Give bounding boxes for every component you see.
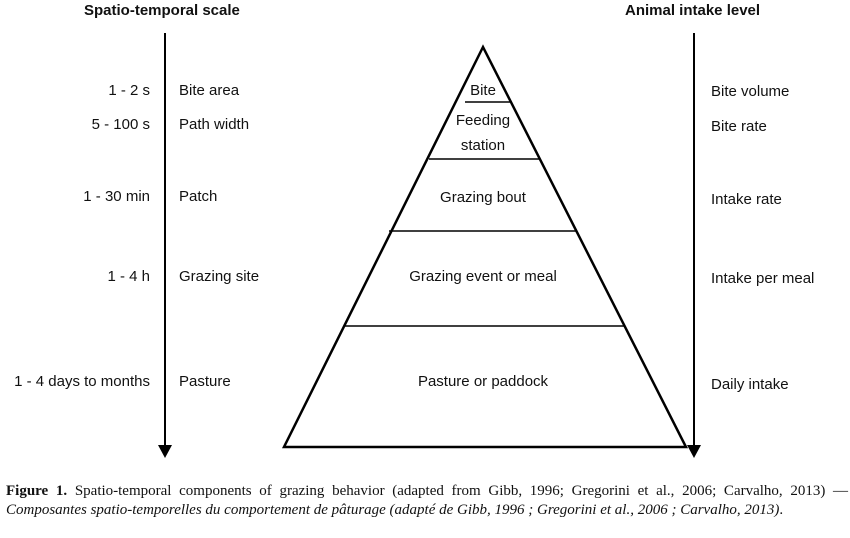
grazing-diagram	[158, 33, 701, 458]
pyramid-level-feeding-station: Feeding station	[455, 112, 511, 154]
caption-separator: —	[833, 483, 849, 499]
scale-label-grazing-site: Grazing site	[179, 268, 260, 285]
caption-label: Figure 1.	[6, 483, 68, 499]
intake-label-intake-per-meal: Intake per meal	[711, 270, 815, 287]
scale-label-bite-area: Bite area	[179, 82, 240, 99]
intake-label-intake-rate: Intake rate	[711, 191, 782, 208]
animal-intake-level-header: Animal intake level	[625, 2, 761, 19]
time-label-pasture: 1 - 4 days to months	[14, 373, 150, 390]
time-label-bite: 1 - 2 s	[108, 82, 150, 99]
caption-end: .	[779, 502, 784, 518]
pyramid-outline	[281, 44, 689, 449]
intake-label-bite-volume: Bite volume	[711, 83, 790, 100]
caption-english: Spatio-temporal components of grazing be…	[74, 483, 826, 499]
pyramid-level-pasture: Pasture or paddock	[417, 373, 549, 390]
scale-label-path-width: Path width	[179, 116, 250, 133]
scale-arrow-head	[158, 445, 172, 458]
intake-label-daily-intake: Daily intake	[711, 376, 789, 393]
spatio-temporal-scale-header: Spatio-temporal scale	[84, 2, 240, 19]
scale-label-patch: Patch	[179, 188, 218, 205]
time-label-path: 5 - 100 s	[91, 116, 150, 133]
pyramid-level-bite: Bite	[470, 82, 496, 99]
intake-label-bite-rate: Bite rate	[711, 118, 767, 135]
pyramid-level-grazing-event: Grazing event or meal	[409, 268, 557, 285]
time-label-site: 1 - 4 h	[107, 268, 150, 285]
time-label-patch: 1 - 30 min	[83, 188, 150, 205]
pyramid-level-grazing-bout: Grazing bout	[440, 189, 526, 206]
figure-caption: Figure 1. Spatio-temporal components of …	[6, 482, 848, 520]
caption-french: Composantes spatio-temporelles du compor…	[6, 502, 780, 518]
intake-arrow-head	[687, 445, 701, 458]
scale-label-pasture: Pasture	[179, 373, 231, 390]
